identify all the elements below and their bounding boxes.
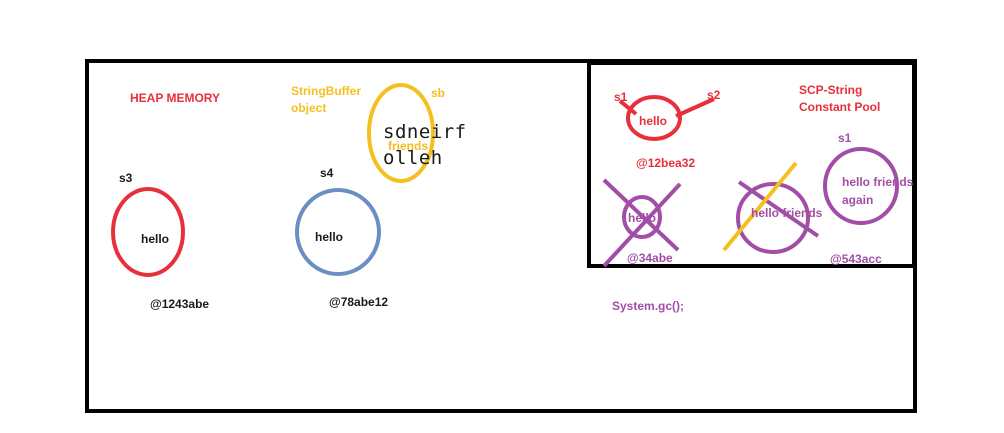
s4-object-text: hello [315,230,344,244]
scp-hello-circle [626,95,682,141]
scp-hello-friends-again-address: @543acc [830,252,882,266]
stringbuffer-label: StringBuffer [291,84,361,98]
s2-pointer-line [675,97,715,118]
scp-crossed-hello-friends-circle [736,182,810,254]
scp-hello-friends-again-circle [823,147,899,225]
scp-s1-reference-label: s1 [614,90,628,104]
scp-s1-new-reference-label: s1 [838,131,852,145]
scp-hello-friends-again-text-line2: again [842,193,874,207]
scp-hello-text: hello [639,114,668,128]
scp-crossed-hello-text: hello [628,211,657,225]
s1-pointer-line [618,99,638,116]
cross-line-3 [737,180,820,238]
scp-crossed-hello-address: @34abe [627,251,673,265]
gc-call-text: System.gc(); [612,299,685,313]
scp-s2-reference-label: s2 [707,88,721,102]
heap-memory-box [85,59,917,413]
scp-crossed-hello-friends-text: hello friends [751,206,823,220]
s4-reference-label: s4 [320,166,334,180]
stringbuffer-friends-text: friends [388,139,429,153]
s3-address: @1243abe [150,297,210,311]
cross-line-2 [602,182,682,268]
sb-reference-label: sb [431,86,446,100]
scp-box [587,61,916,268]
stringbuffer-reversed-line2: olleh [383,147,443,169]
scp-hello-address: @12bea32 [636,156,696,170]
yellow-strike-line [722,161,798,252]
scp-crossed-hello-circle [622,195,662,239]
s4-object-circle [295,188,381,276]
cross-line-1 [602,178,680,252]
scp-title: SCP-String [799,83,863,97]
s3-object-circle [111,187,185,277]
stringbuffer-reversed-line1: sdneirf [383,121,467,143]
s3-reference-label: s3 [119,171,133,185]
scp-title-line2: Constant Pool [799,100,881,114]
heap-memory-title: HEAP MEMORY [130,91,221,105]
stringbuffer-object-circle [367,83,435,183]
scp-hello-friends-again-text: hello friends [842,175,914,189]
stringbuffer-label-object: object [291,101,327,115]
s3-object-text: hello [141,232,170,246]
s4-address: @78abe12 [329,295,389,309]
